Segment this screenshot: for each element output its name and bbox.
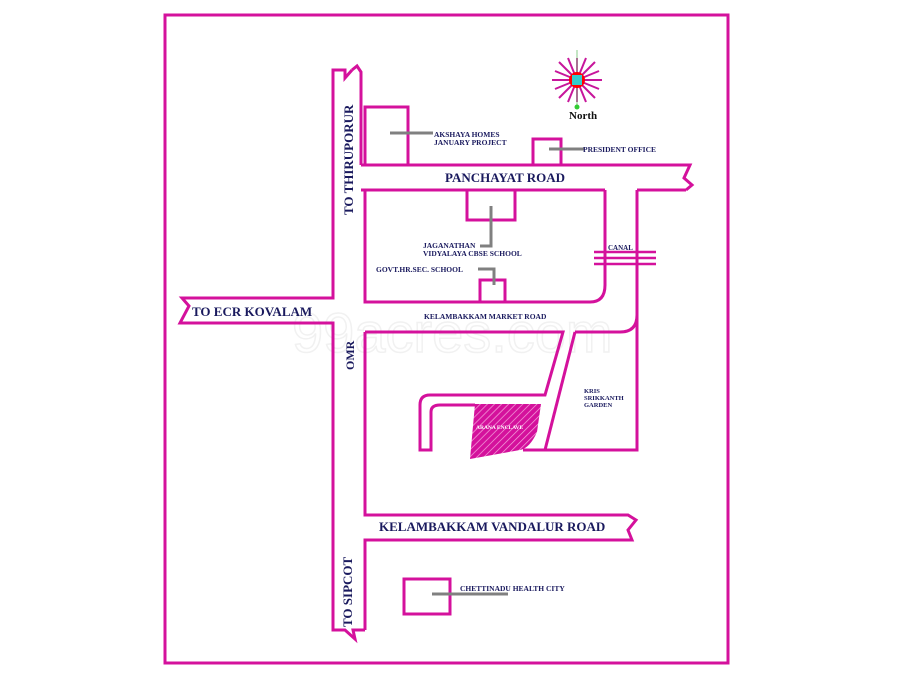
label-kris-line2: SRIKKANTH <box>584 395 624 402</box>
label-kris-line1: KRIS <box>584 388 600 395</box>
president-office-box <box>531 137 563 167</box>
label-project-site: ARANA ENCLAVE <box>476 425 523 431</box>
map-frame <box>163 13 730 665</box>
label-kris-line3: GARDEN <box>584 402 612 409</box>
akshaya-homes-box <box>363 105 410 167</box>
pointers <box>390 131 584 596</box>
compass-north-label: North <box>569 110 597 122</box>
label-jaganathan-line2: VIDYALAYA CBSE SCHOOL <box>423 249 522 258</box>
link-road-east <box>543 331 577 451</box>
label-jaganathan-line1: JAGANATHAN <box>423 241 476 250</box>
chettinadu-health-city-box <box>402 577 452 616</box>
road-label-panchayat: PANCHAYAT ROAD <box>445 170 565 185</box>
road-label-omr: OMR <box>343 340 357 370</box>
label-president-office: PRESIDENT OFFICE <box>583 145 656 154</box>
omr-road-west-edge <box>177 68 365 644</box>
road-label-market-road: KELAMBAKKAM MARKET ROAD <box>424 312 547 321</box>
market-road-south-edge <box>365 330 565 452</box>
road-label-vandalur-road: KELAMBAKKAM VANDALUR ROAD <box>379 519 605 534</box>
road-label-to-sipcot: TO SIPCOT <box>340 556 355 627</box>
school-block <box>363 190 607 304</box>
canal-label: CANAL <box>608 244 633 252</box>
road-label-to-ecr-kovalam: TO ECR KOVALAM <box>192 304 312 319</box>
label-chettinadu: CHETTINADU HEALTH CITY <box>460 584 565 593</box>
label-govt-school: GOVT.HR.SEC. SCHOOL <box>376 265 463 274</box>
label-akshaya-line1: AKSHAYA HOMES <box>434 130 500 139</box>
road-label-to-thiruporur: TO THIRUPORUR <box>341 104 356 215</box>
canal <box>594 250 656 266</box>
omr-road-east-edge-south <box>363 332 639 630</box>
omr-road-east-edge-north <box>351 63 363 165</box>
panchayat-road-north-edge <box>361 163 695 192</box>
compass-rose-icon <box>552 50 602 110</box>
project-site-plot <box>470 404 541 459</box>
label-akshaya-line2: JANUARY PROJECT <box>434 138 507 147</box>
canal-road-east-edge <box>523 190 639 452</box>
market-road-link <box>575 314 639 334</box>
